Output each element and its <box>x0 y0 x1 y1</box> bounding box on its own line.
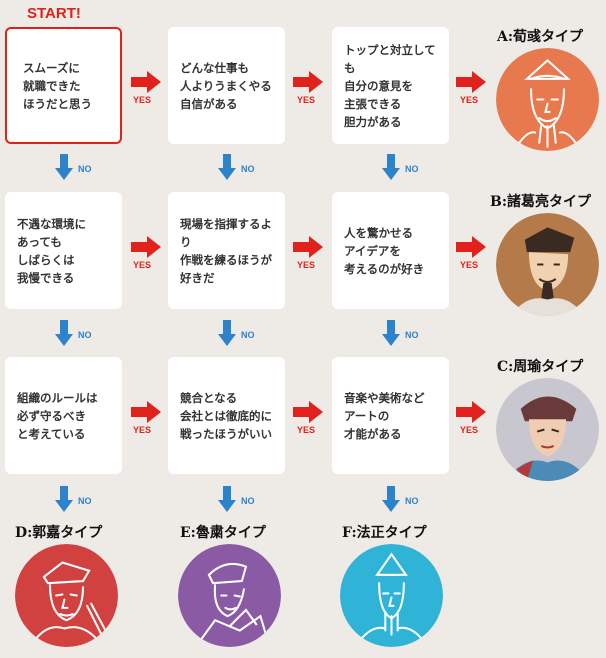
no-label: NO <box>241 164 255 174</box>
yes-label: YES <box>297 425 316 435</box>
question-box-2-3: 人を驚かせる アイデアを 考えるのが好き <box>332 192 449 309</box>
no-label: NO <box>405 496 419 506</box>
yes-arrow-icon <box>131 401 161 423</box>
question-box-3-1: 組織のルールは 必ず守るべき と考えている <box>5 357 122 474</box>
question-box-1-2: どんな仕事も 人よりうまくやる 自信がある <box>168 27 285 144</box>
yes-label: YES <box>133 260 152 270</box>
yes-label: YES <box>133 95 152 105</box>
no-arrow-icon <box>218 486 236 512</box>
question-box-1-1: スムーズに 就職できた ほうだと思う <box>5 27 122 144</box>
no-label: NO <box>405 164 419 174</box>
portrait-a-image <box>496 48 599 151</box>
no-label: NO <box>78 496 92 506</box>
no-arrow-icon <box>218 154 236 180</box>
yes-label: YES <box>297 260 316 270</box>
question-box-2-1: 不遇な環境に あっても しばらくは 我慢できる <box>5 192 122 309</box>
type-b-title: B:諸葛亮タイプ <box>490 194 592 210</box>
question-box-3-3: 音楽や美術など アートの 才能がある <box>332 357 449 474</box>
no-label: NO <box>241 496 255 506</box>
portrait-d-image <box>15 544 118 647</box>
portrait-f-image <box>340 544 443 647</box>
yes-arrow-icon <box>456 236 486 258</box>
portrait-e-image <box>178 544 281 647</box>
yes-arrow-icon <box>293 71 323 93</box>
portrait-c-image <box>496 378 599 481</box>
no-label: NO <box>241 330 255 340</box>
yes-label: YES <box>133 425 152 435</box>
type-d-title: D:郭嘉タイプ <box>15 525 103 541</box>
question-box-1-3: トップと対立しても 自分の意見を 主張できる 胆力がある <box>332 27 449 144</box>
yes-arrow-icon <box>293 236 323 258</box>
no-label: NO <box>78 330 92 340</box>
yes-arrow-icon <box>131 236 161 258</box>
yes-label: YES <box>297 95 316 105</box>
start-label: START! <box>27 5 81 22</box>
type-f-title: F:法正タイプ <box>342 525 427 541</box>
type-c-title: C:周瑜タイプ <box>497 359 584 375</box>
no-arrow-icon <box>382 486 400 512</box>
yes-arrow-icon <box>456 71 486 93</box>
question-box-2-2: 現場を指揮するより 作戦を練るほうが 好きだ <box>168 192 285 309</box>
portrait-b-image <box>496 213 599 316</box>
yes-arrow-icon <box>456 401 486 423</box>
no-label: NO <box>78 164 92 174</box>
question-box-3-2: 競合となる 会社とは徹底的に 戦ったほうがいい <box>168 357 285 474</box>
yes-arrow-icon <box>293 401 323 423</box>
no-arrow-icon <box>55 486 73 512</box>
no-label: NO <box>405 330 419 340</box>
no-arrow-icon <box>218 320 236 346</box>
no-arrow-icon <box>55 320 73 346</box>
yes-arrow-icon <box>131 71 161 93</box>
no-arrow-icon <box>382 320 400 346</box>
type-e-title: E:魯粛タイプ <box>180 525 266 541</box>
no-arrow-icon <box>382 154 400 180</box>
yes-label: YES <box>460 260 479 270</box>
yes-label: YES <box>460 425 479 435</box>
no-arrow-icon <box>55 154 73 180</box>
type-a-title: A:荀彧タイプ <box>497 29 584 45</box>
yes-label: YES <box>460 95 479 105</box>
